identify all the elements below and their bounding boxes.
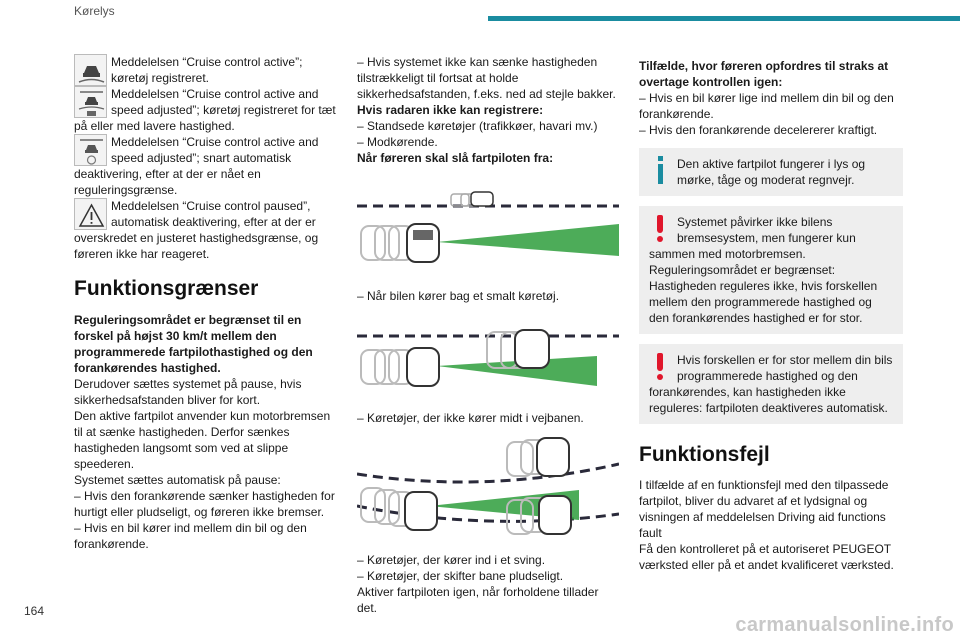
paragraph: I tilfælde af en funktionsfejl med den t… [639, 478, 889, 540]
warning-note-text: Hvis forskellen er for stor mellem din b… [649, 353, 893, 415]
icon-item-text: Meddelelsen “Cruise control active and s… [74, 87, 336, 133]
icon-item-text: Meddelelsen “Cruise control active and s… [74, 135, 319, 197]
warning-note: Hvis forskellen er for stor mellem din b… [639, 344, 903, 424]
warning-note-text: Systemet påvirker ikke bilens bremsesyst… [649, 215, 856, 261]
warning-note-text: Hastigheden reguleres ikke, hvis forskel… [649, 279, 878, 325]
paragraph: Systemet sættes automatisk på pause: [74, 473, 281, 487]
paragraph: Derudover sættes systemet på pause, hvis… [74, 377, 302, 407]
cruise-speed-adjusted-limit-icon [74, 134, 107, 166]
radar-heading: Hvis radaren ikke kan registrere: [357, 103, 544, 117]
narrow-vehicle-illustration [357, 186, 619, 278]
info-icon [649, 156, 671, 186]
figure-caption: – Køretøjer, der ikke kører midt i vejba… [357, 411, 584, 425]
list-item: – Hvis en bil kører ind mellem din bil o… [74, 521, 307, 551]
header-accent-bar [488, 16, 960, 21]
cruise-active-icon [74, 54, 107, 86]
column-left: Meddelelsen “Cruise control active”; kør… [74, 54, 336, 552]
warning-icon [649, 352, 671, 382]
curve-vehicles-illustration [357, 436, 619, 544]
cruise-paused-warning-icon [74, 198, 107, 230]
list-item: – Standsede køretøjer (trafikkøer, havar… [357, 119, 598, 133]
list-item: – Hvis den forankørende sænker hastighed… [74, 489, 335, 519]
column-right: Tilfælde, hvor føreren opfordres til str… [639, 58, 903, 573]
icon-item: Meddelelsen “Cruise control active and s… [74, 86, 336, 134]
section-heading-limits: Funktionsgrænser [74, 277, 259, 300]
off-center-vehicle-illustration [357, 328, 619, 398]
cruise-speed-adjusted-icon [74, 86, 107, 118]
info-note: Den aktive fartpilot fungerer i lys og m… [639, 148, 903, 196]
list-item: – Modkørende. [357, 135, 438, 149]
list-item: – Hvis den forankørende decelererer kraf… [639, 123, 878, 137]
icon-item: Meddelelsen “Cruise control active”; kør… [74, 54, 336, 86]
figure-caption: – Når bilen kører bag et smalt køretøj. [357, 289, 560, 303]
list-item: – Hvis en bil kører lige ind mellem din … [639, 91, 894, 121]
column-middle: – Hvis systemet ikke kan sænke hastighed… [357, 54, 619, 616]
paragraph: Den aktive fartpilot anvender kun motorb… [74, 409, 331, 471]
page-number: 164 [24, 604, 45, 618]
takeover-heading: Tilfælde, hvor føreren opfordres til str… [639, 59, 889, 89]
figure-caption: Aktiver fartpiloten igen, når forholdene… [357, 585, 599, 615]
icon-item: Meddelelsen “Cruise control paused”, aut… [74, 198, 336, 262]
deactivate-heading: Når føreren skal slå fartpiloten fra: [357, 151, 554, 165]
figure-caption: – Køretøjer, der skifter bane pludseligt… [357, 569, 564, 583]
limits-bold-intro: Reguleringsområdet er begrænset til en f… [74, 313, 313, 375]
footer-watermark: carmanualsonline.info [735, 614, 954, 636]
info-note-text: Den aktive fartpilot fungerer i lys og m… [677, 157, 866, 187]
figure-caption: – Køretøjer, der kører ind i et sving. [357, 553, 546, 567]
warning-icon [649, 214, 671, 244]
icon-item-text: Meddelelsen “Cruise control paused”, aut… [74, 199, 319, 261]
icon-item: Meddelelsen “Cruise control active and s… [74, 134, 336, 198]
section-heading-fault: Funktionsfejl [639, 443, 770, 466]
list-item: – Hvis systemet ikke kan sænke hastighed… [357, 55, 616, 101]
warning-note-text: Reguleringsområdet er begrænset: [649, 263, 836, 277]
paragraph: Få den kontrolleret på et autoriseret PE… [639, 542, 894, 572]
warning-note: Systemet påvirker ikke bilens bremsesyst… [639, 206, 903, 334]
running-header: Kørelys [74, 4, 115, 18]
icon-item-text: Meddelelsen “Cruise control active”; kør… [111, 55, 303, 85]
